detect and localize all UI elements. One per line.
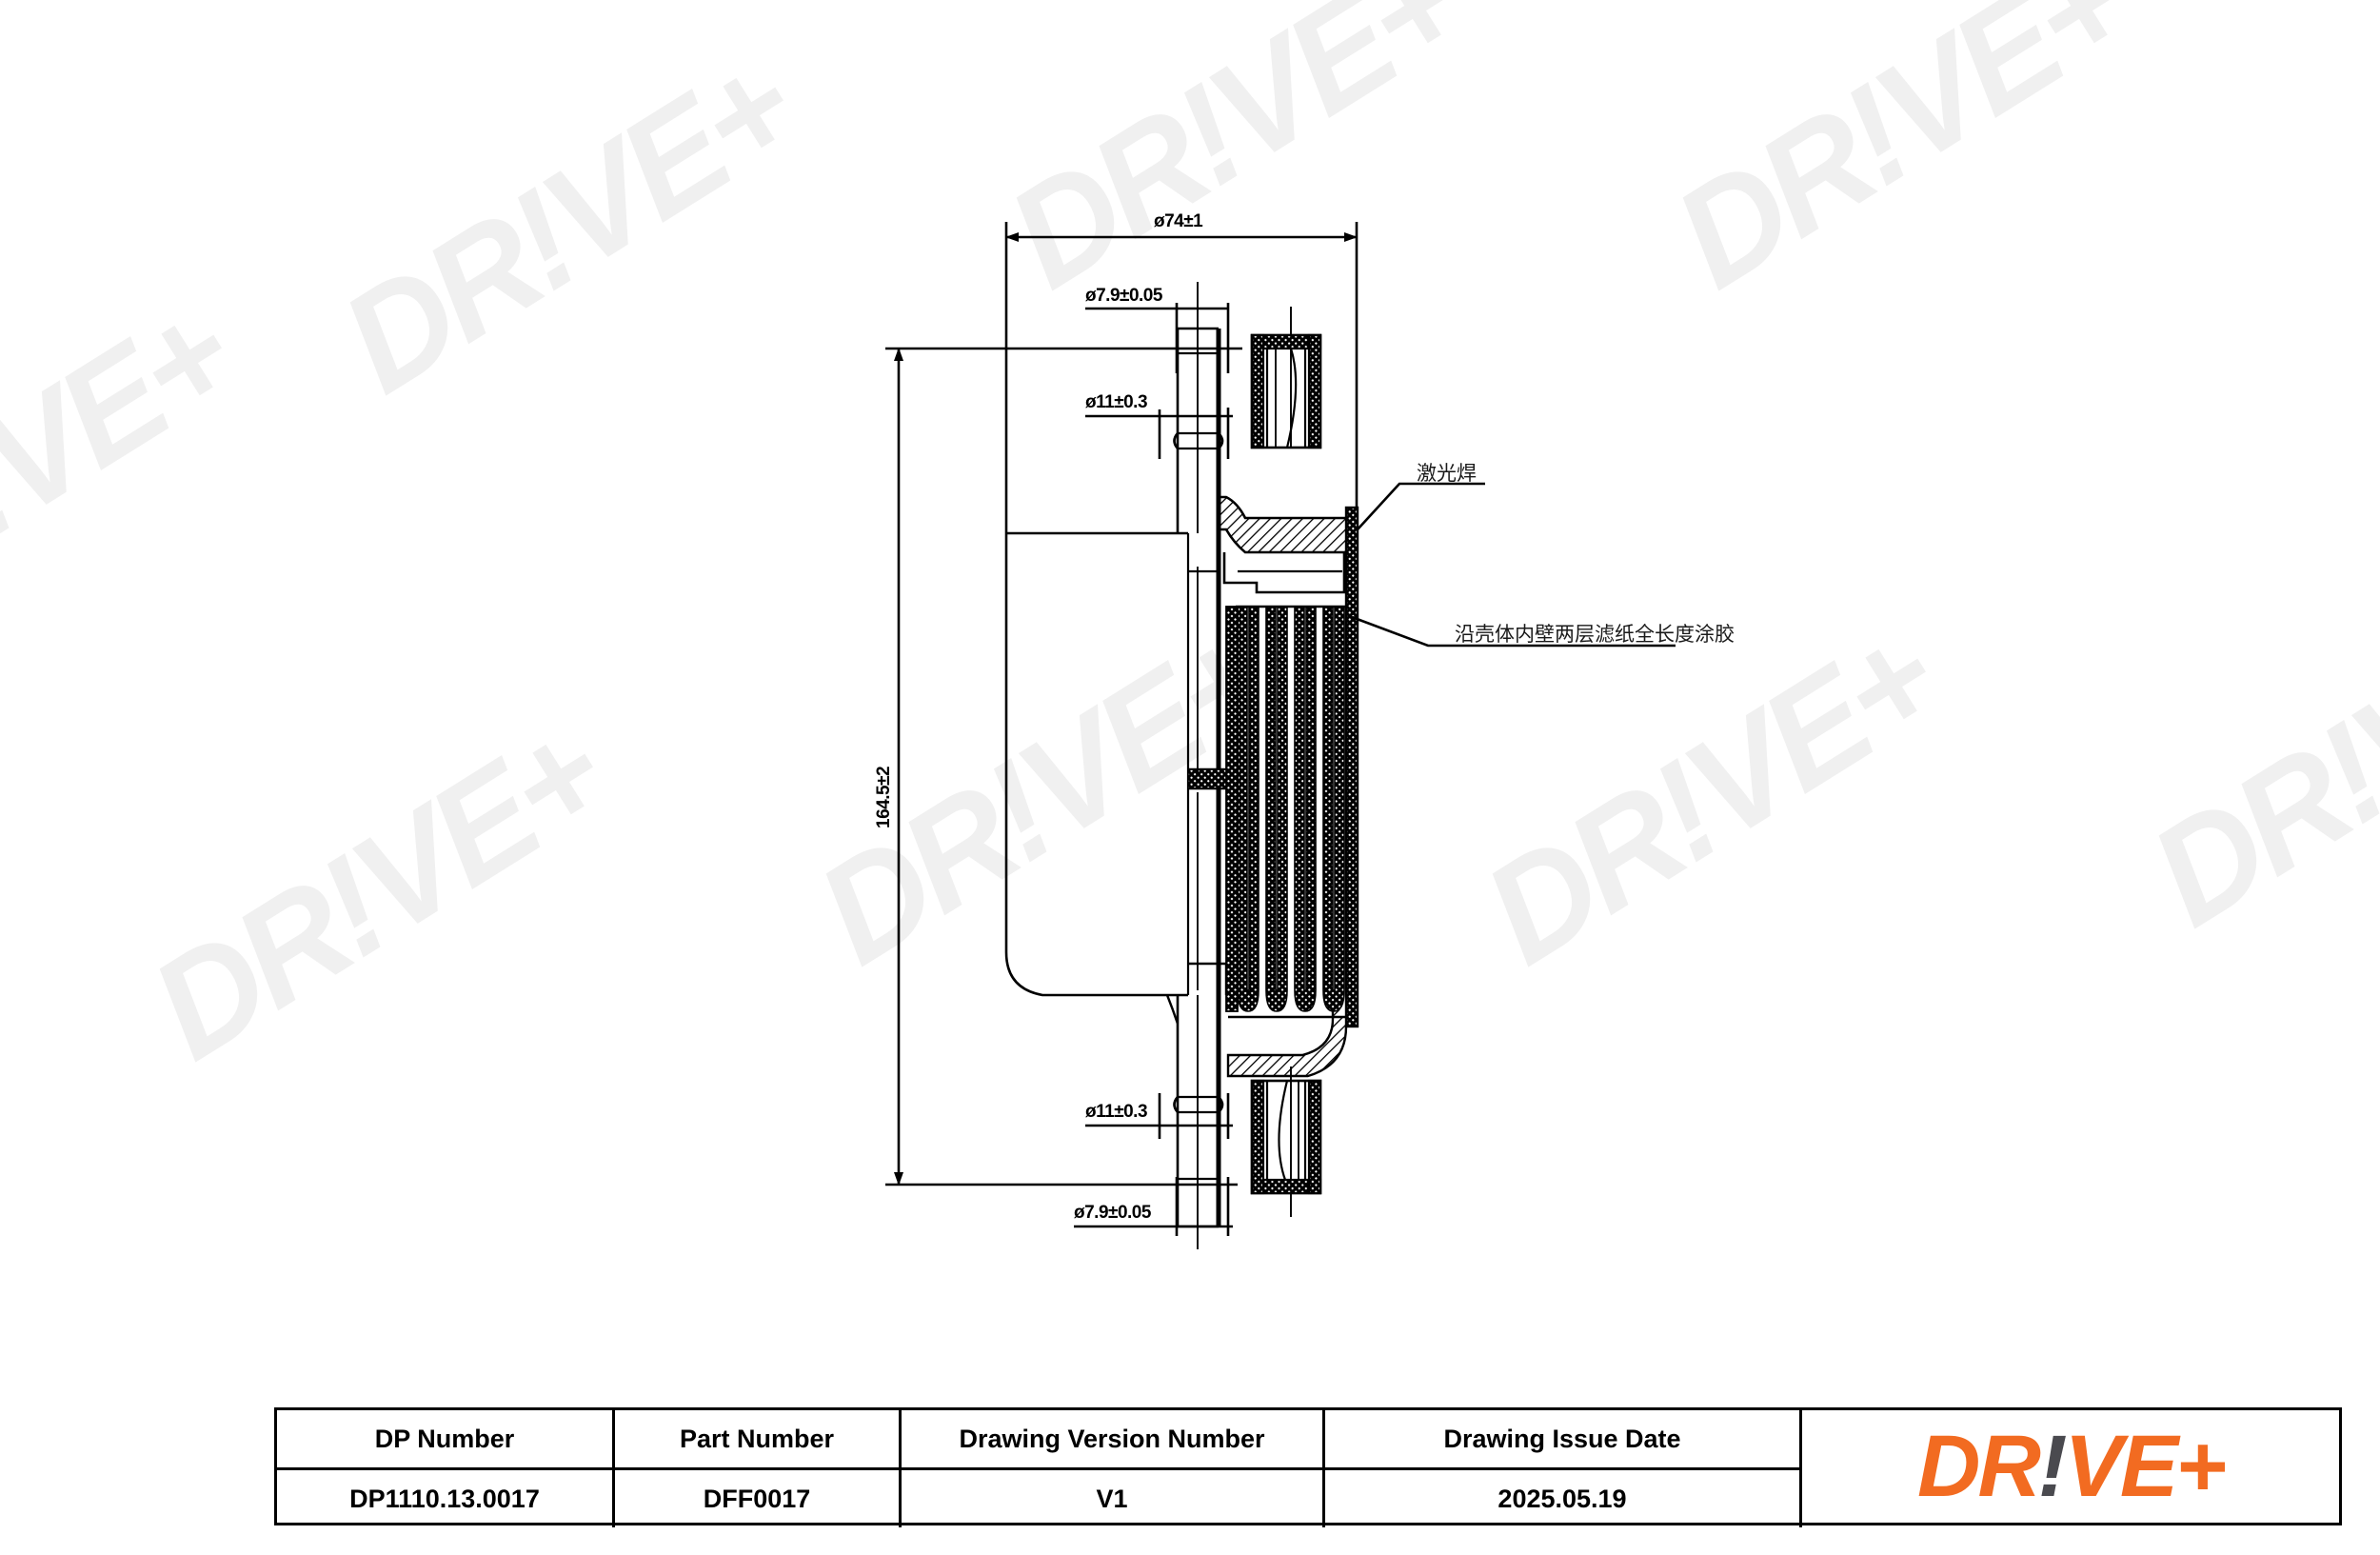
- dimension-outlet-collar-od: [1085, 1093, 1233, 1139]
- dimension-inlet-collar-od: [1085, 408, 1233, 459]
- title-block: DP Number Part Number Drawing Version Nu…: [274, 1407, 2342, 1527]
- logo-exclamation-icon: !: [2037, 1418, 2068, 1515]
- title-block-table: DP Number Part Number Drawing Version Nu…: [277, 1410, 1802, 1527]
- dimension-label-outer-diameter: ø74±1: [1154, 211, 1203, 231]
- value-part-number: DFF0017: [613, 1468, 902, 1527]
- header-dp-number: DP Number: [277, 1410, 615, 1470]
- value-issue-date: 2025.05.19: [1323, 1468, 1802, 1527]
- detail-inset-top: [1250, 333, 1322, 449]
- value-dp-number: DP1110.13.0017: [277, 1468, 615, 1527]
- annotation-laser-weld: 激光焊: [1417, 462, 1477, 485]
- filter-media-pleats: [1225, 605, 1346, 1019]
- header-part-number: Part Number: [613, 1410, 902, 1470]
- table-row: DP1110.13.0017 DFF0017 V1 2025.05.19: [277, 1468, 1802, 1527]
- leader-glue-note: [1351, 615, 1676, 648]
- dimension-inlet-tube-od: [1085, 303, 1230, 373]
- dimension-outer-diameter: [1004, 222, 1359, 533]
- housing-can-wall: [1226, 506, 1359, 1078]
- value-drawing-version: V1: [900, 1468, 1325, 1527]
- dimension-label-outlet-tube-od: ø7.9±0.05: [1074, 1203, 1151, 1223]
- logo-suffix: VE+: [2064, 1418, 2227, 1515]
- detail-inset-bottom: [1250, 1079, 1322, 1195]
- top-end-cap: [1217, 495, 1358, 594]
- dimension-label-inlet-collar-od: ø11±0.3: [1085, 392, 1148, 412]
- filter-core: [1167, 531, 1228, 997]
- dimension-label-overall-length: 164.5±2: [874, 766, 894, 828]
- dimension-label-outlet-collar-od: ø11±0.3: [1085, 1102, 1148, 1122]
- filter-housing-outline: [1004, 531, 1167, 997]
- logo-prefix: DR: [1917, 1418, 2041, 1515]
- table-header-row: DP Number Part Number Drawing Version Nu…: [277, 1410, 1802, 1470]
- dimension-overall-length: [885, 347, 1242, 1186]
- header-issue-date: Drawing Issue Date: [1323, 1410, 1802, 1470]
- brand-logo-cell: DR!VE+: [1802, 1410, 2339, 1523]
- annotation-glue-note: 沿壳体内壁两层滤纸全长度涂胶: [1455, 623, 1735, 646]
- leader-laser-weld: [1357, 482, 1485, 530]
- dimension-label-inlet-tube-od: ø7.9±0.05: [1085, 286, 1162, 306]
- drive-plus-logo: DR!VE+: [1917, 1423, 2227, 1510]
- header-drawing-version: Drawing Version Number: [900, 1410, 1325, 1470]
- outlet-nozzle: [1165, 994, 1224, 1228]
